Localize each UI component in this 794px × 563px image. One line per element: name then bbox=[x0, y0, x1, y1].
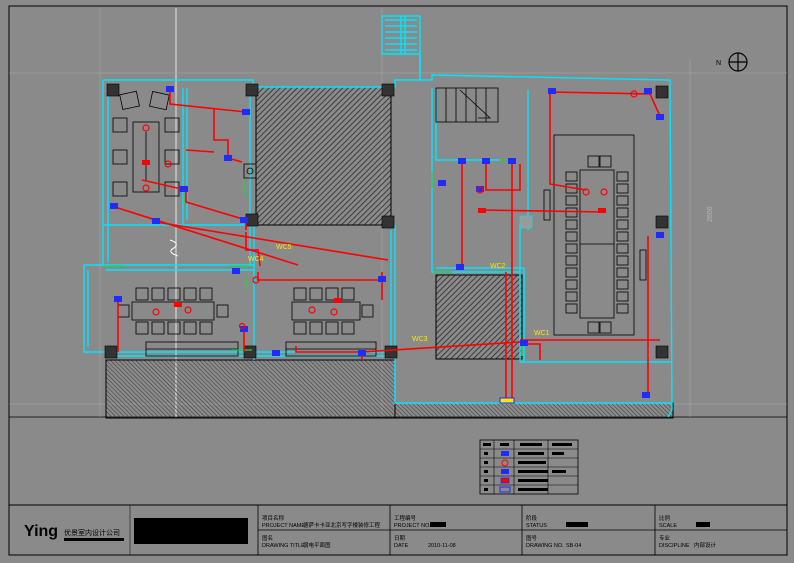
circuit-label-wc4: WC4 bbox=[248, 256, 264, 263]
meeting-room-mid-furniture bbox=[285, 287, 377, 357]
circuit-labels: WC5 WC4 WC2 WC3 WC1 bbox=[248, 244, 550, 343]
status-label-cn: 阶段 bbox=[526, 514, 538, 522]
project-name-value: 德萨卡卡亚北京写字楼装修工程 bbox=[303, 521, 381, 529]
drawing-no-label-en: DRAWING NO. bbox=[526, 543, 564, 549]
redacted-project-no bbox=[430, 522, 446, 527]
scale-label-en: SCALE bbox=[659, 523, 677, 529]
circuit-label-wc1: WC1 bbox=[534, 330, 550, 337]
columns bbox=[104, 83, 669, 359]
drawing-title-value: 弱电平面图 bbox=[303, 541, 331, 549]
circuit-label-wc3: WC3 bbox=[412, 336, 428, 343]
project-name-label-cn: 项目名称 bbox=[262, 514, 285, 522]
circuit-label-wc2: WC2 bbox=[490, 263, 506, 270]
discipline-label-cn: 专业 bbox=[659, 534, 671, 542]
socket-icon bbox=[501, 459, 509, 467]
drawing-title-label-en: DRAWING TITLE bbox=[262, 543, 305, 549]
outlet-icon bbox=[501, 451, 509, 456]
drawing-no-value: SB-04 bbox=[566, 543, 581, 549]
junction-box-icon bbox=[500, 477, 510, 484]
date-value: 2010-11-08 bbox=[428, 543, 456, 549]
bottom-hatch-strip bbox=[394, 402, 674, 419]
redacted-status bbox=[566, 522, 588, 527]
devices bbox=[110, 86, 664, 404]
redacted-company-info bbox=[134, 518, 248, 544]
date-label-en: DATE bbox=[394, 543, 409, 549]
status-label-en: STATUS bbox=[526, 523, 547, 529]
north-arrow-icon: N bbox=[716, 52, 748, 72]
bottom-hatch-left bbox=[105, 359, 396, 419]
north-label: N bbox=[716, 60, 721, 67]
panel-icon bbox=[499, 486, 511, 493]
date-label-cn: 日期 bbox=[394, 535, 406, 542]
project-no-label-cn: 工程编号 bbox=[394, 514, 417, 522]
project-name-label-en: PROJECT NAME bbox=[262, 523, 305, 529]
lounge-furniture bbox=[112, 90, 257, 197]
stair bbox=[435, 87, 499, 123]
company-name: 优景室内设计公司 bbox=[64, 528, 120, 537]
discipline-label-en: DISCIPLINE bbox=[659, 543, 690, 549]
title-block: Ying 优景室内设计公司 项目名称 PROJECT NAME 德萨卡卡亚北京写… bbox=[8, 504, 788, 556]
scale-label-cn: 比例 bbox=[659, 514, 671, 522]
legend-table bbox=[479, 439, 579, 495]
drawing-no-label-cn: 图号 bbox=[526, 534, 538, 542]
redacted-scale bbox=[696, 522, 710, 527]
logo-text: Ying bbox=[24, 523, 58, 540]
break-symbol bbox=[169, 239, 179, 257]
boardroom-furniture bbox=[543, 134, 647, 336]
project-no-label-en: PROJECT NO. bbox=[394, 523, 431, 529]
switch-icon bbox=[501, 469, 509, 474]
drawing-title-label-cn: 图名 bbox=[262, 534, 273, 542]
side-dimension: 2600 bbox=[707, 206, 714, 222]
meeting-room-left-furniture bbox=[117, 287, 239, 357]
core-shaft-hatch bbox=[255, 86, 392, 226]
redacted-line bbox=[64, 538, 124, 541]
discipline-value: 内部设计 bbox=[694, 541, 717, 549]
circuit-label-wc5: WC5 bbox=[276, 244, 292, 251]
